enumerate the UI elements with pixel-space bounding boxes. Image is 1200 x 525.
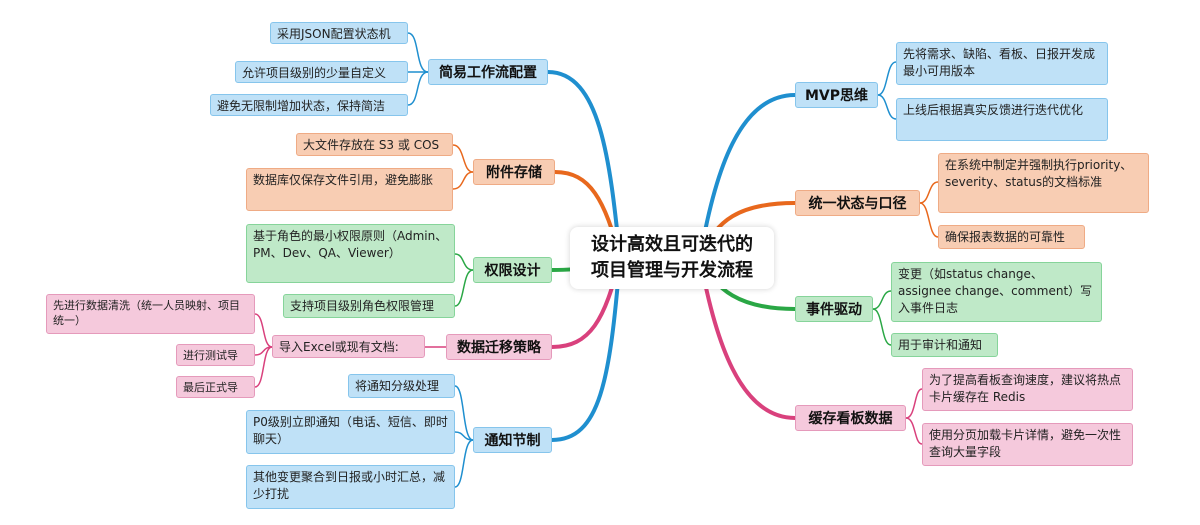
branch-events[interactable]: 事件驱动: [795, 296, 873, 322]
mvp-item-1[interactable]: 先将需求、缺陷、看板、日报开发成最小可用版本: [896, 42, 1108, 85]
branch-attachments[interactable]: 附件存储: [473, 159, 555, 185]
migration-subitem-2[interactable]: 进行测试导入: [176, 344, 255, 366]
branch-migration[interactable]: 数据迁移策略: [446, 334, 552, 360]
permissions-item-2[interactable]: 支持项目级别角色权限管理: [283, 294, 455, 318]
migration-item[interactable]: 导入Excel或现有文档:: [272, 335, 425, 358]
workflow-item-2[interactable]: 允许项目级别的少量自定义: [235, 61, 408, 83]
attachments-item-1[interactable]: 大文件存放在 S3 或 COS: [296, 133, 453, 156]
cache-item-1[interactable]: 为了提高看板查询速度，建议将热点卡片缓存在 Redis: [922, 368, 1133, 411]
trunk-notify: [550, 256, 622, 442]
status-item-1[interactable]: 在系统中制定并强制执行priority、severity、status的文档标准: [938, 153, 1149, 213]
trunk-workflow: [546, 70, 622, 260]
branch-permissions[interactable]: 权限设计: [473, 257, 552, 283]
migration-subitem-3[interactable]: 最后正式导入: [176, 376, 255, 398]
notify-item-2[interactable]: P0级别立即通知（电话、短信、即时聊天）: [246, 410, 455, 454]
cache-item-2[interactable]: 使用分页加载卡片详情，避免一次性查询大量字段: [922, 423, 1133, 466]
notify-item-1[interactable]: 将通知分级处理: [348, 374, 455, 398]
notify-item-3[interactable]: 其他变更聚合到日报或小时汇总，减少打扰: [246, 465, 455, 509]
events-item-1[interactable]: 变更（如status change、assignee change、commen…: [891, 262, 1102, 322]
central-topic-line1: 设计高效且可迭代的: [591, 234, 753, 255]
branch-status[interactable]: 统一状态与口径: [795, 190, 920, 216]
trunk-mvp: [698, 93, 797, 260]
status-item-2[interactable]: 确保报表数据的可靠性: [938, 225, 1085, 249]
branch-workflow[interactable]: 简易工作流配置: [428, 59, 548, 85]
attachments-item-2[interactable]: 数据库仅保存文件引用，避免膨胀: [246, 168, 453, 211]
events-item-2[interactable]: 用于审计和通知: [891, 333, 998, 357]
workflow-item-3[interactable]: 避免无限制增加状态，保持简洁: [210, 94, 408, 116]
central-topic[interactable]: 设计高效且可迭代的 项目管理与开发流程: [570, 227, 774, 289]
central-topic-line2: 项目管理与开发流程: [591, 260, 753, 281]
permissions-item-1[interactable]: 基于角色的最小权限原则（Admin、PM、Dev、QA、Viewer）: [246, 224, 455, 283]
workflow-item-1[interactable]: 采用JSON配置状态机: [270, 22, 408, 44]
mvp-item-2[interactable]: 上线后根据真实反馈进行迭代优化: [896, 98, 1108, 141]
branch-mvp[interactable]: MVP思维: [795, 82, 878, 108]
migration-subitem-1[interactable]: 先进行数据清洗（统一人员映射、项目统一）: [46, 294, 255, 334]
branch-cache[interactable]: 缓存看板数据: [795, 405, 906, 431]
branch-notify[interactable]: 通知节制: [473, 427, 552, 453]
